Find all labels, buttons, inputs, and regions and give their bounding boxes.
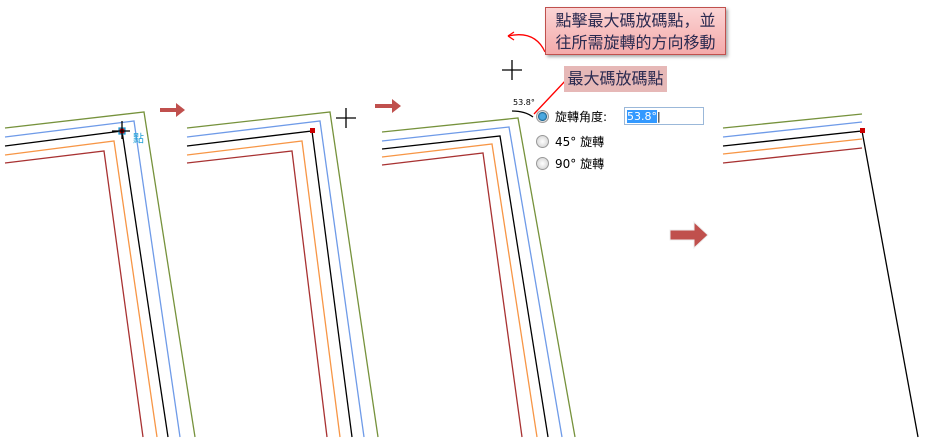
snap-label: 點	[133, 132, 144, 145]
black-line	[4, 130, 169, 438]
curved-arrow-icon	[507, 34, 546, 53]
radio-selected[interactable]	[536, 110, 549, 123]
orange-line	[4, 140, 158, 438]
option-label: 45° 旋轉	[555, 135, 605, 149]
crosshair-icon	[502, 60, 522, 80]
option-rotate-45[interactable]: 45° 旋轉	[536, 133, 604, 150]
instruction-callout: 點擊最大碼放碼點，並往所需旋轉的方向移動	[545, 7, 726, 55]
blue-line	[4, 120, 181, 438]
angle-input-value: 53.8°	[627, 110, 657, 123]
red-line	[4, 150, 144, 438]
angle-readout: 53.8°	[513, 98, 535, 107]
option-label: 90° 旋轉	[555, 157, 605, 171]
crosshair-icon	[336, 108, 356, 128]
option-rotate-90[interactable]: 90° 旋轉	[536, 155, 604, 172]
arrow-right-icon	[669, 220, 709, 250]
arrow-right-icon	[160, 103, 185, 117]
panel-3	[381, 31, 576, 438]
max-point-label: 最大碼放碼點	[564, 66, 667, 92]
angle-input[interactable]: 53.8°|	[624, 107, 704, 125]
marker-point	[310, 128, 315, 133]
option-rotate-angle[interactable]: 旋轉角度:	[536, 108, 607, 125]
arrow-right-icon	[375, 99, 401, 113]
radio[interactable]	[536, 157, 549, 170]
panel-4	[722, 113, 919, 438]
crosshair-icon	[112, 121, 130, 139]
green-line	[4, 111, 196, 438]
panel-2	[186, 108, 379, 438]
pointer-line	[533, 78, 568, 115]
panel-1	[4, 111, 196, 438]
option-label: 旋轉角度:	[555, 110, 608, 124]
radio[interactable]	[536, 135, 549, 148]
